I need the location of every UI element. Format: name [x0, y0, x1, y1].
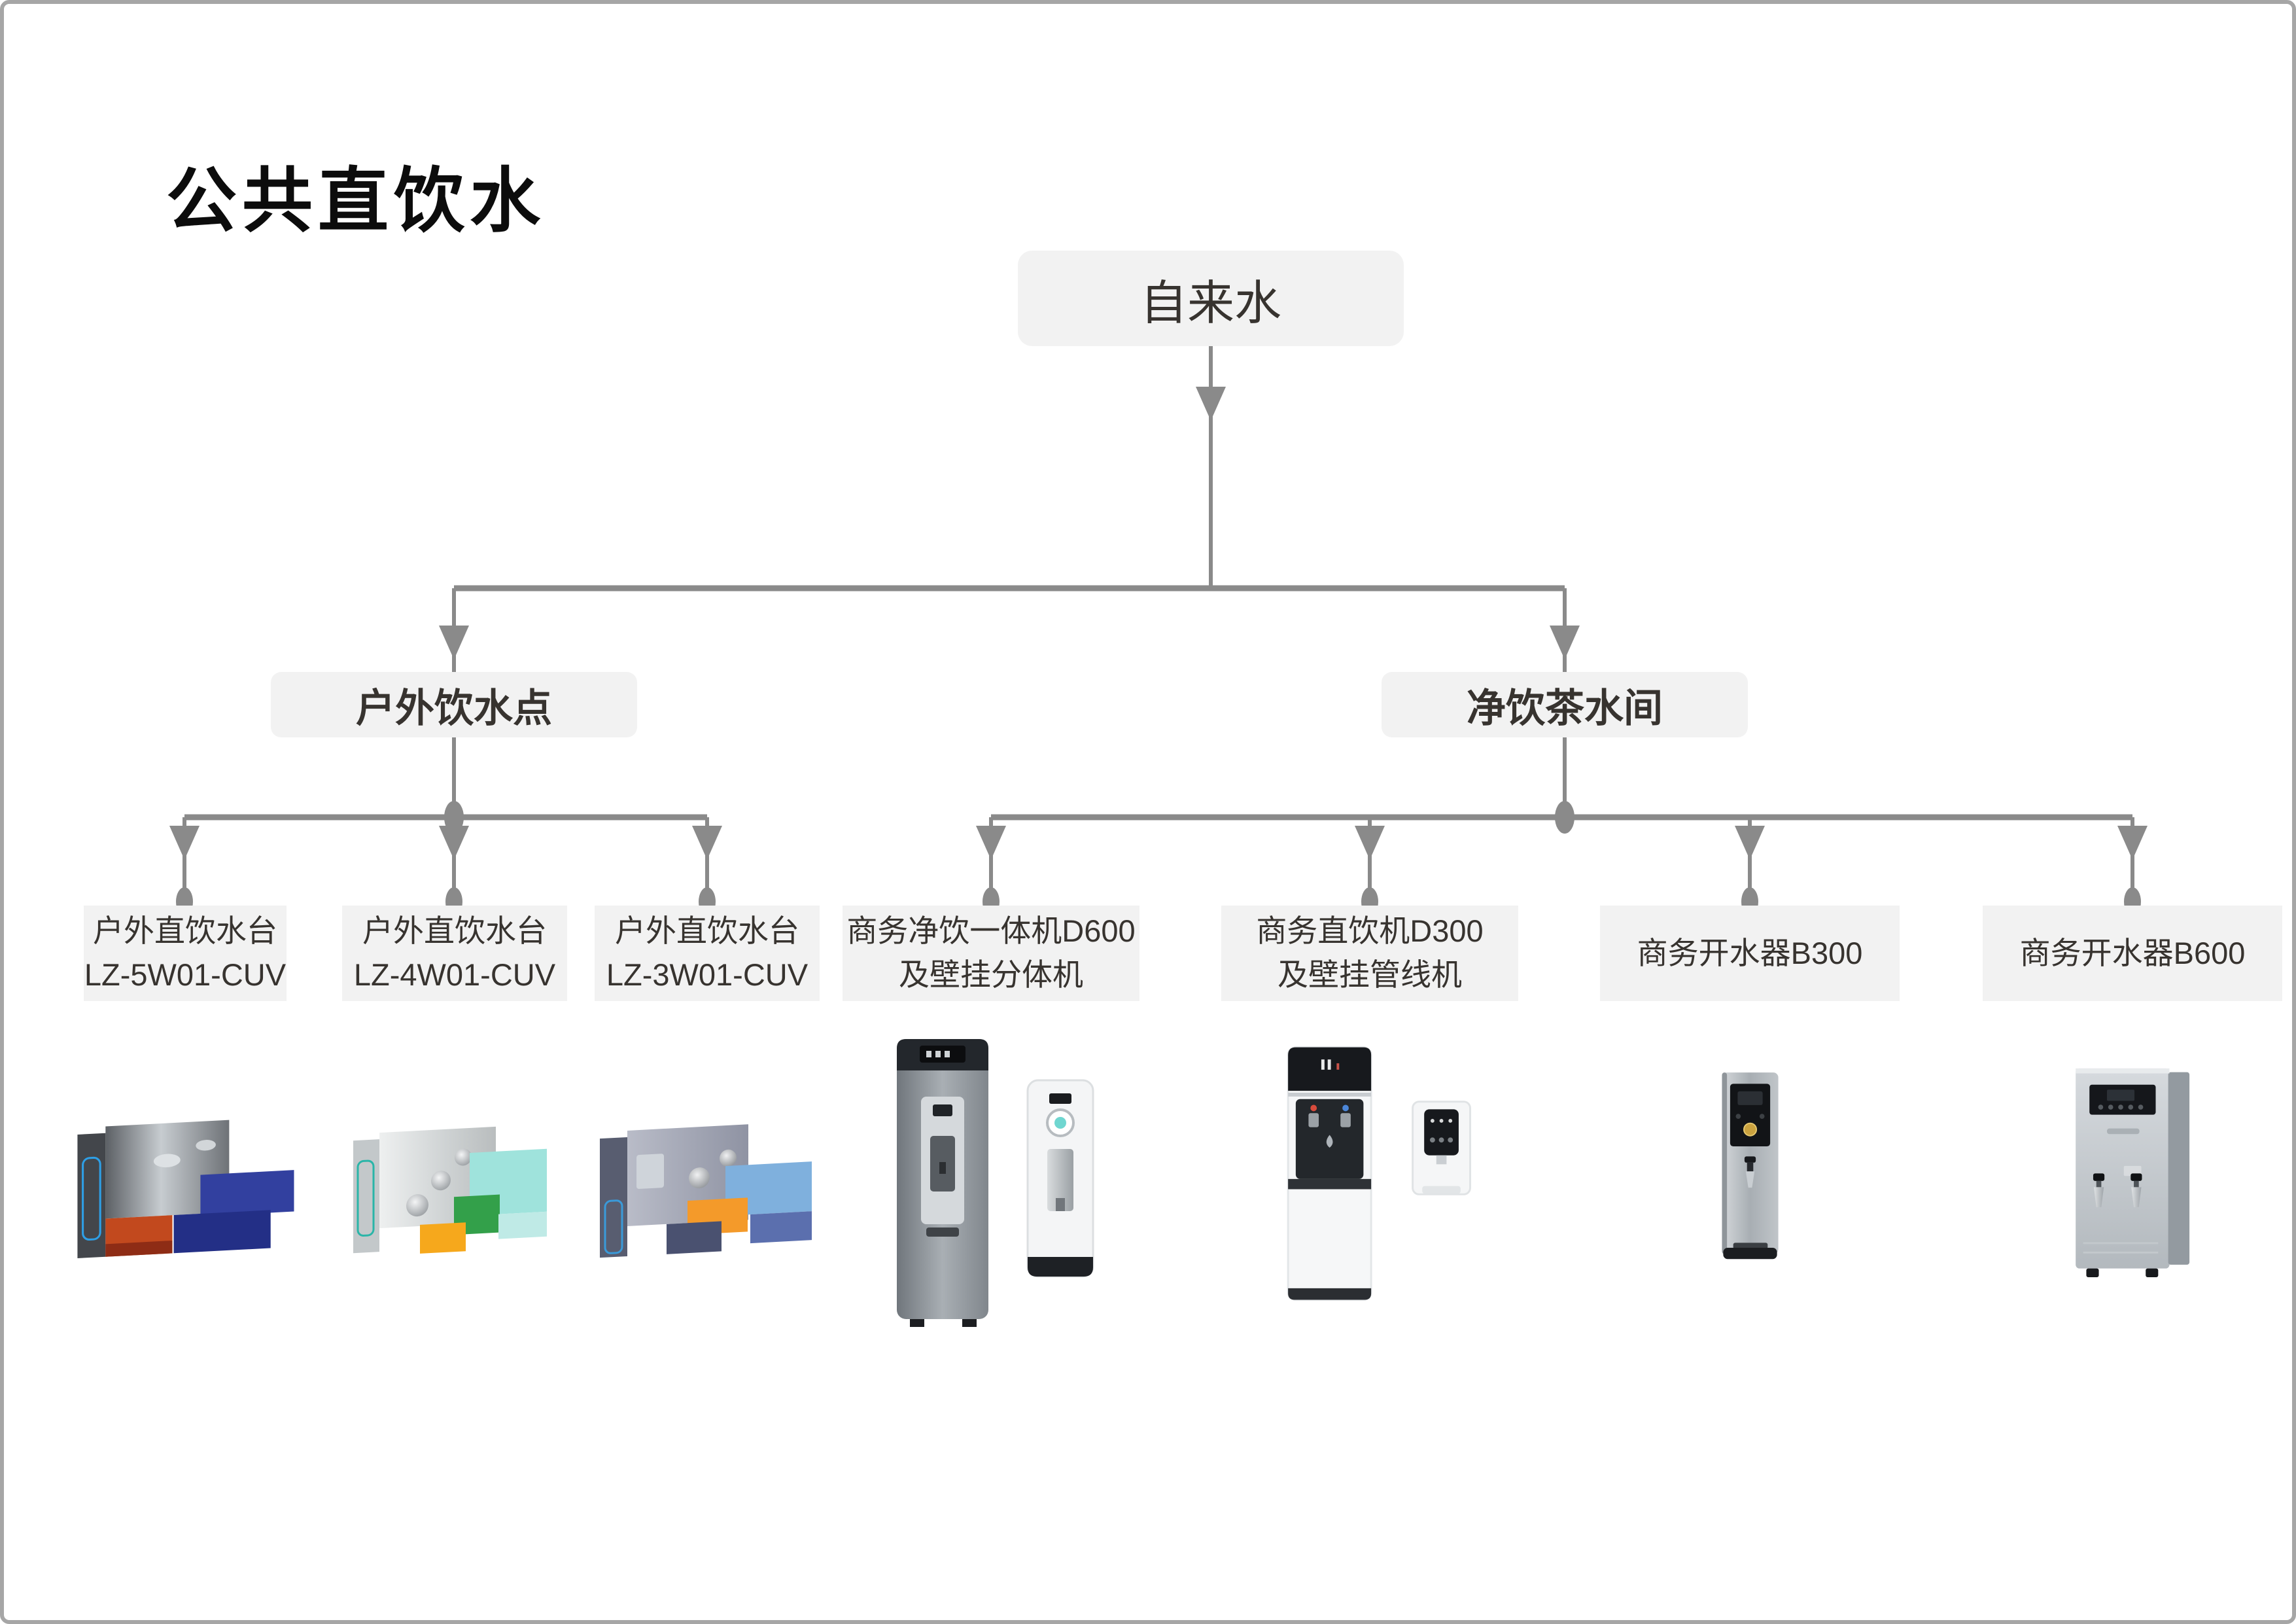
- leaf-label-line2: LZ-4W01-CUV: [353, 957, 556, 992]
- stainless-boiler-slim-icon: [1722, 1072, 1779, 1260]
- node-branch-purified-tea-room: 净饮茶水间: [1382, 672, 1748, 737]
- node-leaf-b600: 商务开水器B600: [1983, 906, 2282, 1001]
- connector-lines: [169, 346, 2148, 916]
- leaf-label-line1: 户外直饮水台: [615, 913, 799, 949]
- leaf-label-line1: 商务开水器B600: [2019, 935, 2246, 970]
- leaf-label-line1: 商务开水器B300: [1637, 935, 1863, 970]
- node-branch-outdoor-drinking-point: 户外饮水点: [271, 672, 637, 737]
- leaf-label-line2: LZ-5W01-CUV: [84, 957, 287, 992]
- leaf-label-line1: 商务直饮机D300: [1256, 913, 1484, 949]
- leaf-label-line1: 户外直饮水台: [362, 913, 547, 949]
- leaf-label-line2: 及壁挂分体机: [899, 957, 1083, 992]
- outdoor-fountain-dark-blue-orange-icon: [77, 1120, 294, 1258]
- floor-dispenser-gray-plus-wall-unit-icon: [897, 1039, 1094, 1327]
- leaf-label-line1: 户外直饮水台: [93, 913, 277, 949]
- node-leaf-lz-5w01-cuv: 户外直饮水台 LZ-5W01-CUV: [84, 906, 287, 1001]
- node-root-tap-water: 自来水: [1018, 251, 1404, 346]
- leaf-label-line1: 商务净饮一体机D600: [846, 913, 1136, 949]
- outdoor-fountain-gray-blue-orange-icon: [600, 1124, 812, 1258]
- node-leaf-b300: 商务开水器B300: [1600, 906, 1900, 1001]
- stainless-boiler-wide-double-tap-icon: [2076, 1068, 2190, 1278]
- outdoor-fountain-white-teal-green-orange-icon: [353, 1126, 547, 1254]
- page-title: 公共直饮水: [166, 161, 546, 240]
- floor-dispenser-white-plus-wall-unit-icon: [1287, 1046, 1471, 1301]
- node-leaf-lz-3w01-cuv: 户外直饮水台 LZ-3W01-CUV: [595, 906, 820, 1001]
- node-leaf-d300: 商务直饮机D300 及壁挂管线机: [1221, 906, 1518, 1001]
- leaf-label-line2: LZ-3W01-CUV: [606, 957, 809, 992]
- leaf-label-line2: 及壁挂管线机: [1278, 957, 1462, 992]
- node-leaf-lz-4w01-cuv: 户外直饮水台 LZ-4W01-CUV: [342, 906, 567, 1001]
- node-leaf-d600: 商务净饮一体机D600 及壁挂分体机: [843, 906, 1139, 1001]
